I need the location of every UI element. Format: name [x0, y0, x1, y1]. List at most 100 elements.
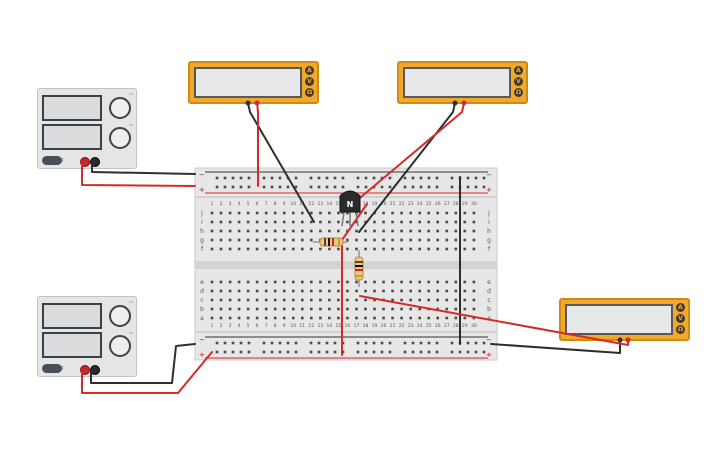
breadboard-hole[interactable]	[364, 307, 367, 311]
breadboard-hole[interactable]	[301, 280, 304, 284]
breadboard-hole[interactable]	[270, 185, 274, 189]
breadboard-hole[interactable]	[482, 185, 486, 189]
breadboard-hole[interactable]	[246, 247, 250, 251]
breadboard-hole[interactable]	[341, 185, 345, 189]
breadboard-hole[interactable]	[219, 238, 223, 242]
breadboard-hole[interactable]	[219, 298, 223, 302]
breadboard-hole[interactable]	[325, 176, 329, 180]
breadboard-hole[interactable]	[273, 289, 277, 293]
breadboard-hole[interactable]	[435, 341, 439, 345]
breadboard-hole[interactable]	[310, 316, 313, 320]
breadboard-hole[interactable]	[482, 341, 486, 345]
breadboard-hole[interactable]	[466, 341, 470, 345]
breadboard-hole[interactable]	[237, 289, 241, 293]
breadboard-hole[interactable]	[435, 185, 439, 189]
breadboard-hole[interactable]	[264, 298, 268, 302]
ammeter-mode-button[interactable]: A	[676, 303, 685, 312]
psu-positive-terminal[interactable]	[80, 365, 90, 375]
breadboard-hole[interactable]	[215, 350, 219, 354]
breadboard-hole[interactable]	[341, 176, 345, 180]
breadboard-hole[interactable]	[450, 176, 454, 180]
voltmeter-mode-button[interactable]: V	[676, 314, 685, 323]
breadboard-hole[interactable]	[382, 280, 385, 284]
breadboard-hole[interactable]	[445, 280, 449, 284]
breadboard-hole[interactable]	[419, 176, 423, 180]
breadboard-hole[interactable]	[454, 247, 458, 251]
breadboard-hole[interactable]	[294, 350, 298, 354]
breadboard-hole[interactable]	[246, 280, 250, 284]
breadboard-hole[interactable]	[445, 307, 449, 311]
breadboard-hole[interactable]	[373, 316, 376, 320]
psu-negative-terminal[interactable]	[90, 365, 100, 375]
breadboard-hole[interactable]	[364, 298, 367, 302]
breadboard-hole[interactable]	[292, 316, 295, 320]
breadboard-hole[interactable]	[435, 176, 439, 180]
breadboard-hole[interactable]	[337, 316, 340, 320]
breadboard-hole[interactable]	[219, 307, 223, 311]
breadboard-hole[interactable]	[333, 185, 337, 189]
ammeter-mode-button[interactable]: A	[305, 66, 314, 75]
breadboard-hole[interactable]	[210, 307, 214, 311]
breadboard-hole[interactable]	[294, 176, 298, 180]
breadboard-hole[interactable]	[319, 307, 322, 311]
breadboard-hole[interactable]	[292, 280, 295, 284]
breadboard-hole[interactable]	[419, 341, 423, 345]
breadboard-hole[interactable]	[328, 280, 331, 284]
breadboard-hole[interactable]	[380, 350, 384, 354]
breadboard-hole[interactable]	[427, 176, 431, 180]
breadboard-hole[interactable]	[282, 238, 286, 242]
breadboard-hole[interactable]	[231, 341, 235, 345]
breadboard-hole[interactable]	[454, 307, 458, 311]
breadboard-hole[interactable]	[436, 229, 439, 233]
breadboard-hole[interactable]	[310, 280, 313, 284]
breadboard-hole[interactable]	[310, 307, 313, 311]
breadboard-hole[interactable]	[364, 280, 367, 284]
breadboard-hole[interactable]	[247, 176, 251, 180]
breadboard-hole[interactable]	[454, 238, 458, 242]
breadboard-hole[interactable]	[337, 298, 340, 302]
breadboard-hole[interactable]	[400, 229, 403, 233]
breadboard-hole[interactable]	[427, 238, 430, 242]
breadboard-hole[interactable]	[427, 350, 431, 354]
breadboard-hole[interactable]	[328, 307, 331, 311]
breadboard-hole[interactable]	[391, 280, 394, 284]
breadboard-hole[interactable]	[219, 229, 223, 233]
breadboard-hole[interactable]	[403, 350, 407, 354]
breadboard-hole[interactable]	[373, 247, 376, 251]
breadboard-hole[interactable]	[400, 316, 403, 320]
breadboard-hole[interactable]	[310, 220, 313, 224]
breadboard-hole[interactable]	[292, 229, 295, 233]
breadboard-hole[interactable]	[418, 220, 421, 224]
breadboard-hole[interactable]	[482, 176, 486, 180]
breadboard-hole[interactable]	[273, 220, 277, 224]
breadboard-hole[interactable]	[463, 289, 467, 293]
breadboard-hole[interactable]	[382, 247, 385, 251]
breadboard-hole[interactable]	[411, 185, 415, 189]
breadboard-hole[interactable]	[427, 185, 431, 189]
breadboard-hole[interactable]	[450, 185, 454, 189]
breadboard-hole[interactable]	[228, 229, 232, 233]
breadboard-hole[interactable]	[409, 238, 412, 242]
breadboard-hole[interactable]	[228, 247, 232, 251]
breadboard-hole[interactable]	[219, 211, 223, 215]
breadboard-hole[interactable]	[264, 316, 268, 320]
breadboard-hole[interactable]	[463, 298, 467, 302]
breadboard-hole[interactable]	[273, 211, 277, 215]
breadboard-hole[interactable]	[388, 185, 392, 189]
current-knob[interactable]	[109, 127, 131, 149]
breadboard-hole[interactable]	[262, 341, 266, 345]
breadboard-hole[interactable]	[436, 298, 439, 302]
multimeter-right[interactable]: A V Ω	[559, 298, 690, 341]
breadboard-hole[interactable]	[231, 176, 235, 180]
breadboard-hole[interactable]	[382, 211, 385, 215]
multimeter-top-left[interactable]: A V Ω	[188, 61, 319, 104]
breadboard-hole[interactable]	[472, 298, 476, 302]
breadboard-hole[interactable]	[231, 185, 235, 189]
breadboard-hole[interactable]	[210, 298, 214, 302]
breadboard-hole[interactable]	[310, 211, 313, 215]
breadboard-hole[interactable]	[270, 176, 274, 180]
breadboard-hole[interactable]	[337, 211, 340, 215]
breadboard-hole[interactable]	[237, 316, 241, 320]
breadboard-hole[interactable]	[292, 247, 295, 251]
breadboard-hole[interactable]	[328, 211, 331, 215]
